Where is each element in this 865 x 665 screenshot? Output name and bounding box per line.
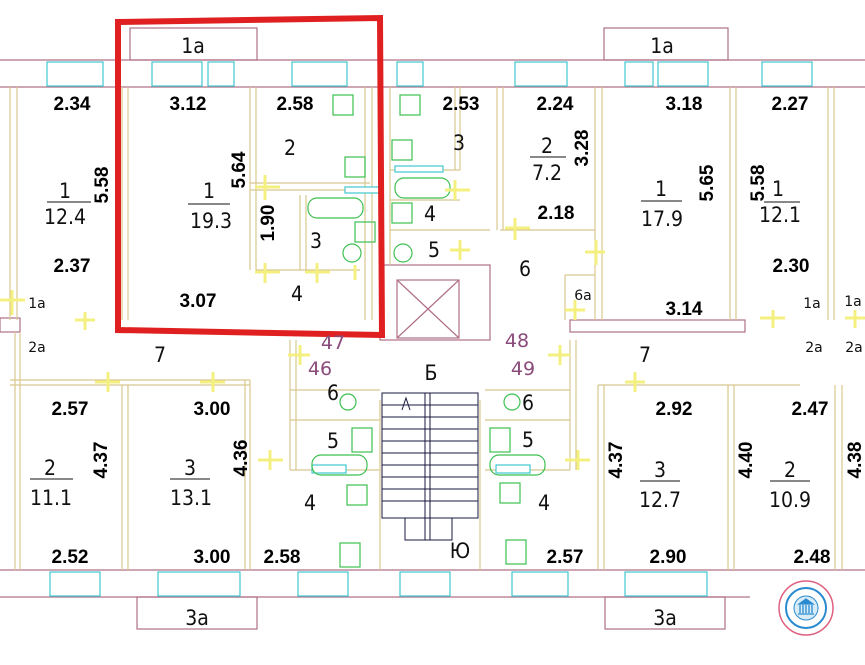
dimension: 2.90 (650, 547, 687, 568)
dimension: 3.28 (572, 130, 593, 167)
room-number: 2 (784, 458, 796, 482)
apartment-number: 48 (505, 330, 529, 352)
dimension: 4.37 (91, 442, 112, 479)
room-area: 17.9 (641, 207, 683, 231)
dimension: 4.40 (736, 442, 757, 479)
room-number: 3 (310, 229, 322, 253)
room-area: 13.1 (170, 486, 212, 510)
dimension: 5.64 (229, 151, 250, 188)
room-areas (30, 156, 810, 482)
room-area: 19.3 (190, 209, 232, 233)
auction-house-logo (750, 575, 865, 665)
balcony-label: 1а (650, 34, 674, 58)
exterior-walls (0, 59, 865, 598)
dimension: 5.58 (92, 167, 113, 204)
dimension: 2.58 (264, 547, 301, 568)
dimension: 2.27 (772, 94, 809, 115)
staircase (381, 392, 479, 541)
dimension: 3.07 (180, 291, 217, 312)
dimension: 2.58 (277, 94, 314, 115)
dimensions-top: 2.34 3.12 2.58 2.53 2.24 3.18 2.27 2.37 … (54, 94, 810, 320)
dimension: 2.48 (794, 547, 831, 568)
balcony-label: 1а (181, 34, 205, 58)
room-number: 4 (538, 491, 550, 515)
dimension: 3.18 (666, 94, 703, 115)
dimension: 5.58 (748, 165, 769, 202)
room-number: 2а (845, 340, 863, 356)
highlighted-apartment-outline (115, 14, 386, 339)
room-area: 12.7 (639, 488, 681, 512)
room-number: 7 (154, 343, 166, 367)
dimension: 2.52 (52, 547, 89, 568)
room-number: 1а (28, 296, 46, 312)
room-number: 6 (519, 257, 531, 281)
dimension: 3.00 (194, 547, 231, 568)
dimension: 2.24 (537, 94, 574, 115)
room-area: 12.4 (44, 205, 86, 229)
room-numbers: 2 3 4 3 4 5 6 6а 7 7 6 5 4 6 5 4 1а 1а 1… (28, 131, 863, 563)
dimension: 3.12 (170, 94, 207, 115)
dimension: 2.92 (656, 399, 693, 420)
windows (46, 61, 813, 597)
room-number: 6 (522, 391, 534, 415)
room-number: 1а (844, 294, 862, 310)
room-number: 5 (522, 428, 534, 452)
apartment-number: 47 (321, 332, 345, 354)
dimension: 4.37 (606, 442, 627, 479)
stair-hall-label: Б (425, 361, 438, 385)
dimension: 2.34 (54, 94, 91, 115)
dimension: 2.53 (443, 94, 480, 115)
room-number: 2 (541, 134, 553, 158)
room-number: 1а (803, 296, 821, 312)
dimension: 2.57 (547, 547, 584, 568)
room-area: 10.9 (769, 488, 811, 512)
dimension: 4.38 (845, 442, 865, 479)
dimension: 2.37 (54, 256, 91, 277)
room-number: 1 (772, 177, 784, 201)
room-number: 1 (203, 179, 215, 203)
room-number: 5 (327, 429, 339, 453)
room-number: 4 (291, 282, 303, 306)
dimension: 4.36 (231, 440, 252, 477)
room-number: 6 (327, 381, 339, 405)
room-number: 2а (28, 340, 46, 356)
dimension: 3.00 (194, 399, 231, 420)
dimension: 5.65 (697, 164, 718, 201)
room-number: 3 (453, 131, 465, 155)
room-number: 2 (284, 136, 296, 160)
apartment-number: 49 (511, 358, 535, 380)
room-area: 11.1 (30, 486, 72, 510)
room-number: 1 (655, 177, 667, 201)
dimension: 2.47 (792, 399, 829, 420)
dimensions-bottom: 2.57 3.00 2.92 2.47 2.52 3.00 2.58 2.57 … (52, 399, 865, 568)
room-number: 6а (574, 288, 592, 304)
balcony-label: 3а (653, 606, 677, 630)
plumbing-fixtures (307, 94, 546, 568)
dimension: 2.18 (538, 203, 575, 224)
balcony-label: 3а (185, 606, 209, 630)
dimension: 3.14 (666, 299, 703, 320)
door-markers (0, 175, 865, 470)
room-number: 2а (805, 340, 823, 356)
apartment-number: 46 (308, 358, 332, 380)
dimension: 2.57 (52, 399, 89, 420)
room-number: 2 (44, 456, 56, 480)
room-area: 12.1 (759, 203, 801, 227)
room-number: 4 (304, 491, 316, 515)
room-number: 3 (654, 458, 666, 482)
room-number: 7 (639, 343, 651, 367)
room-area: 7.2 (532, 161, 562, 185)
room-number: 1 (59, 179, 71, 203)
room-number: 4 (424, 202, 436, 226)
dimension: 2.30 (773, 256, 810, 277)
garbage-chute-label: Ю (450, 539, 470, 563)
dimension: 1.90 (258, 205, 279, 242)
room-number: 5 (428, 238, 440, 262)
balconies (129, 27, 729, 630)
room-number: 3 (184, 456, 196, 480)
